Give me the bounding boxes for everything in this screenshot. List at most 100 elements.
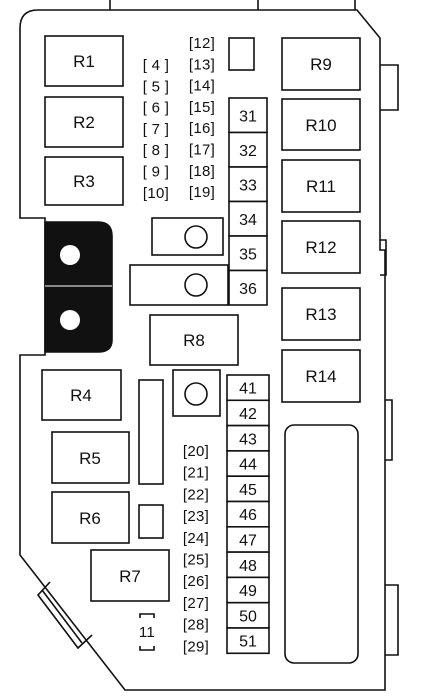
relay-r5-label: R5 — [79, 449, 101, 468]
housing-tab — [385, 399, 393, 461]
fuse-11-bracket — [139, 613, 155, 618]
fuse-11-bracket — [139, 646, 155, 651]
housing-tab — [380, 239, 387, 276]
terminal-circle — [184, 225, 208, 249]
relay-r9 — [281, 37, 361, 91]
mini-fuse-label: [18] — [189, 163, 215, 180]
mini-fuse-label: [ 5 ] — [143, 78, 170, 95]
fuse-49-label: 49 — [239, 583, 257, 600]
mini-fuse-label: [27] — [183, 595, 209, 612]
relay-r12 — [281, 220, 361, 274]
mini-fuse-label: [25] — [183, 552, 209, 569]
fuse-42-label: 42 — [239, 406, 257, 423]
mini-fuses-left-column: [ 4 ][ 5 ][ 6 ][ 7 ][ 8 ][ 9 ][10] — [143, 57, 170, 202]
mini-fuses-right-column: [12][13][14][15][16][17][18][19] — [189, 35, 215, 201]
relay-r11 — [281, 159, 361, 213]
relay-r7 — [90, 549, 170, 602]
relay-r9-label: R9 — [310, 55, 332, 74]
fuse-43 — [226, 424, 270, 452]
large-fuse-slot — [284, 424, 359, 664]
mini-fuse-label: [26] — [183, 573, 209, 590]
fuse-41 — [226, 374, 270, 402]
relay-r10-label: R10 — [305, 116, 336, 135]
fuse-33 — [228, 166, 268, 203]
fuse-35 — [228, 235, 268, 272]
mini-fuse-label: [17] — [189, 142, 215, 159]
relay-r13-label: R13 — [305, 305, 336, 324]
mini-fuse-label: [21] — [183, 465, 209, 482]
mounting-hole — [60, 310, 80, 330]
relay-r13 — [281, 287, 361, 341]
terminal-block — [172, 369, 221, 417]
fuse-50-label: 50 — [239, 608, 257, 625]
fuse-33-label: 33 — [239, 177, 257, 194]
terminal-block — [129, 264, 229, 306]
fuse-48 — [226, 551, 270, 579]
relay-r4-label: R4 — [70, 386, 92, 405]
relay-r11-label: R11 — [306, 177, 336, 196]
mini-fuse-label: [14] — [189, 78, 215, 95]
mini-fuse-label: [10] — [143, 185, 169, 202]
mini-fuse-label: [19] — [189, 184, 215, 201]
fuse-47 — [226, 525, 270, 553]
mini-fuses-bottom-column: [20] [21] [22] [23] [24] [25] [26] [27] [28] [29] — [183, 443, 209, 655]
fuse-31-label: 31 — [239, 108, 257, 125]
fuse-36-label: 36 — [239, 281, 257, 298]
relay-r3-label: R3 — [73, 172, 95, 191]
mini-fuse-label: [15] — [189, 99, 215, 116]
relay-r4 — [41, 369, 122, 421]
mini-fuse-label: [ 4 ] — [143, 57, 170, 74]
small-square-terminal — [228, 37, 255, 71]
housing-tab — [385, 584, 399, 656]
mini-fuse-label: [23] — [183, 508, 209, 525]
fuse-41-label: 41 — [239, 381, 257, 398]
fuse-48-label: 48 — [239, 558, 257, 575]
relay-r1-label: R1 — [73, 52, 95, 71]
relay-r1 — [44, 35, 124, 87]
mini-fuse-label: [28] — [183, 617, 209, 634]
terminal-circle — [184, 382, 208, 406]
housing-tab — [36, 581, 93, 650]
fuse-35-label: 35 — [239, 246, 257, 263]
mini-fuse-label: [20] — [183, 443, 209, 460]
mounting-hole — [60, 245, 80, 265]
terminal-circle — [184, 273, 208, 297]
relay-r10 — [281, 98, 361, 151]
mini-fuse-label: [24] — [183, 530, 209, 547]
relay-r2-label: R2 — [73, 113, 95, 132]
fuse-45-label: 45 — [239, 482, 257, 499]
mini-fuse-label: [29] — [183, 638, 209, 655]
relay-r5 — [51, 431, 130, 484]
fuse-box-outline — [19, 9, 386, 691]
mini-fuse-label: [13] — [189, 56, 215, 73]
small-square-terminal — [138, 504, 164, 539]
fuse-47-label: 47 — [239, 532, 257, 549]
fuse-43-label: 43 — [239, 431, 257, 448]
mini-fuse-label: [ 6 ] — [143, 100, 170, 117]
mini-fuse-label: [ 8 ] — [143, 142, 170, 159]
terminal-block — [151, 217, 224, 256]
housing-tab-inner — [41, 589, 83, 644]
relay-r6-label: R6 — [79, 509, 101, 528]
mini-fuse-label: [22] — [183, 486, 209, 503]
relay-r14 — [281, 349, 361, 403]
relay-r6 — [51, 491, 130, 544]
fuse-11-label: 11 — [139, 624, 155, 641]
relay-r2 — [44, 96, 124, 148]
relay-r8-label: R8 — [183, 331, 205, 350]
mini-fuse-label: [12] — [189, 35, 215, 52]
relay-r3 — [44, 156, 124, 206]
fuse-32-label: 32 — [239, 143, 257, 160]
housing-tab — [380, 64, 399, 111]
fuse-51 — [226, 627, 270, 655]
relay-r8 — [149, 314, 239, 366]
fuse-46-label: 46 — [239, 507, 257, 524]
relay-r14-label: R14 — [305, 367, 336, 386]
fuse-32 — [228, 131, 268, 168]
relay-r12-label: R12 — [305, 238, 336, 257]
mini-fuse-label: [ 9 ] — [143, 164, 170, 181]
fuse-44 — [226, 450, 270, 477]
